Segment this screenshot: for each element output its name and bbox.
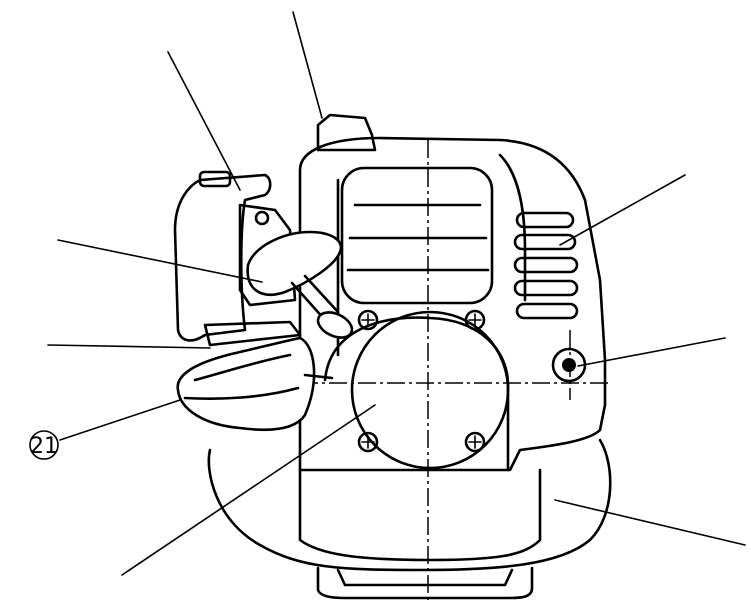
filter-flange [203, 320, 302, 347]
fuel-tank [207, 438, 612, 572]
starter-cover [350, 310, 510, 470]
carb-screw [254, 210, 270, 226]
callout-21: 21 [29, 430, 59, 460]
filter-cover-tab [198, 170, 232, 188]
side-knob-center [562, 358, 576, 372]
leader-lines [47, 11, 746, 576]
choke-lever-knob [246, 230, 343, 296]
callout-21-label: 21 [30, 434, 58, 459]
starter-handle-grip [183, 353, 300, 400]
starter-handle [176, 336, 316, 432]
starter-screws [357, 309, 486, 453]
base-foot-inner [336, 568, 514, 587]
main-grille [340, 166, 494, 305]
choke-boot [316, 311, 354, 339]
base-foot [316, 566, 534, 600]
air-filter-cover [173, 173, 272, 342]
choke-stem [290, 274, 340, 322]
engine-cover [298, 136, 607, 472]
side-vents [513, 211, 579, 320]
starter-rope [303, 373, 334, 380]
carburetor [238, 203, 297, 307]
tank-inner [298, 468, 542, 562]
cover-inner-edge [336, 153, 527, 357]
fuel-cap [316, 113, 377, 152]
